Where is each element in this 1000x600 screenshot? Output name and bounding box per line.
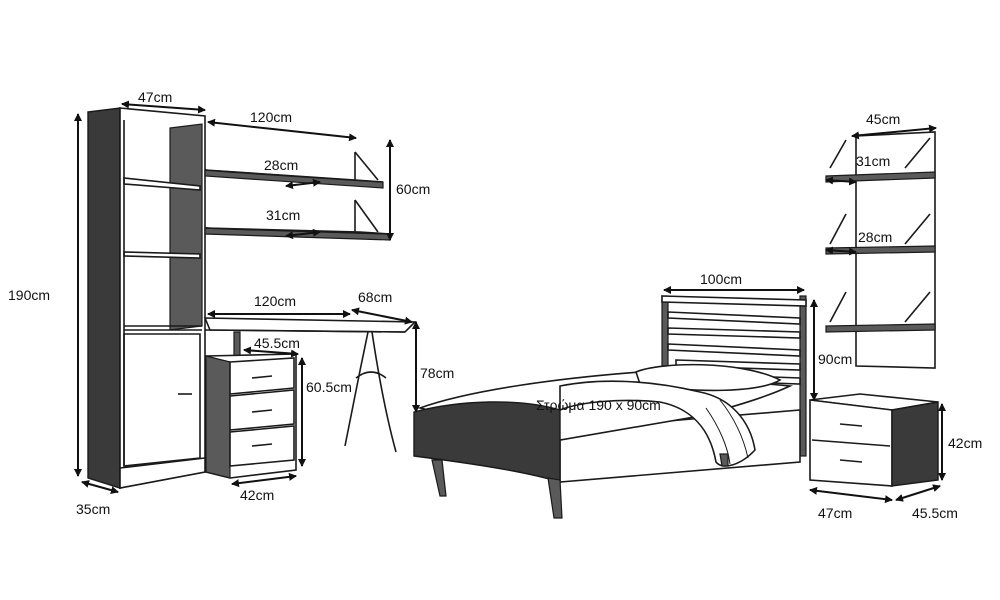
label-shelf-width: 120cm [250, 109, 292, 125]
label-bookcase-depth: 35cm [76, 501, 110, 517]
label-desk-height: 78cm [420, 365, 454, 381]
label-drawer-depth: 45.5cm [254, 335, 300, 351]
label-shelf-height: 60cm [396, 181, 430, 197]
dimension-lines [74, 100, 946, 504]
label-drawer-height: 60.5cm [306, 379, 352, 395]
bed [413, 295, 807, 519]
label-bookcase-height: 190cm [8, 287, 50, 303]
nightstand [809, 393, 939, 487]
label-desk-depth: 68cm [358, 289, 392, 305]
label-desk-width: 120cm [254, 293, 296, 309]
label-nightstand-height: 42cm [948, 435, 982, 451]
label-wall-shelf-width: 45cm [866, 111, 900, 127]
label-bookcase-width: 47cm [138, 89, 172, 105]
label-bed-height: 90cm [818, 351, 852, 367]
label-mattress: Στρώμα 190 x 90cm [536, 397, 661, 413]
label-headboard-width: 100cm [700, 271, 742, 287]
label-shelf-bottom-depth: 31cm [266, 207, 300, 223]
label-wall-shelf-top-depth: 31cm [856, 153, 890, 169]
label-wall-shelf-mid-depth: 28cm [858, 229, 892, 245]
wall-shelves-right [825, 131, 936, 369]
bookcase [87, 107, 206, 489]
label-nightstand-depth: 45.5cm [912, 505, 958, 521]
label-shelf-top-depth: 28cm [264, 157, 298, 173]
label-nightstand-width: 47cm [818, 505, 852, 521]
dimension-labels: 47cm 190cm 35cm 120cm 28cm 31cm 60cm 120… [8, 89, 982, 521]
drawer-unit [205, 353, 297, 479]
label-drawer-width: 42cm [240, 487, 274, 503]
